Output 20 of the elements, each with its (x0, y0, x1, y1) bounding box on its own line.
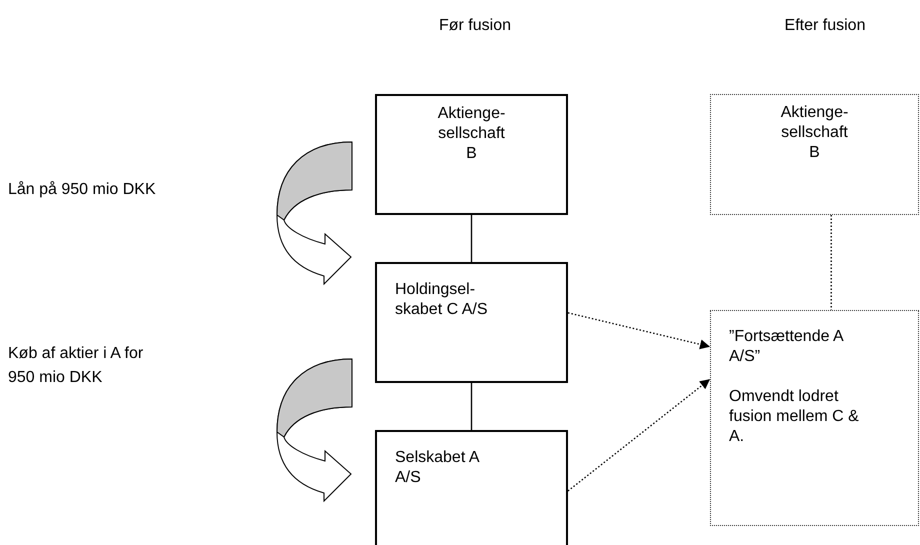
entity-box (710, 310, 919, 526)
connector-line (470, 215, 472, 262)
entity-text: Aktienge- sellschaft B (780, 103, 850, 163)
entity-box (375, 430, 568, 545)
entity-text: Omvendt lodret fusion mellem C & A. (729, 387, 860, 447)
entity-text: Aktienge- sellschaft B (436, 104, 506, 164)
column-heading: Før fusion (438, 16, 512, 36)
entity-box (375, 94, 568, 215)
entity-text: Holdingsel- skabet C A/S (395, 280, 488, 320)
note-text: Køb af aktier i A for 950 mio DKK (8, 344, 144, 388)
connector-line (470, 383, 472, 430)
arrow (568, 312, 710, 350)
arrow (568, 378, 710, 492)
entity-text: ”Fortsættende A A/S” (729, 327, 844, 367)
entity-text: Selskabet A A/S (395, 448, 480, 488)
note-text: Lån på 950 mio DKK (8, 180, 157, 200)
connector-line (830, 215, 832, 310)
column-heading: Efter fusion (784, 16, 866, 36)
entity-box (710, 94, 919, 215)
entity-box (375, 262, 568, 383)
